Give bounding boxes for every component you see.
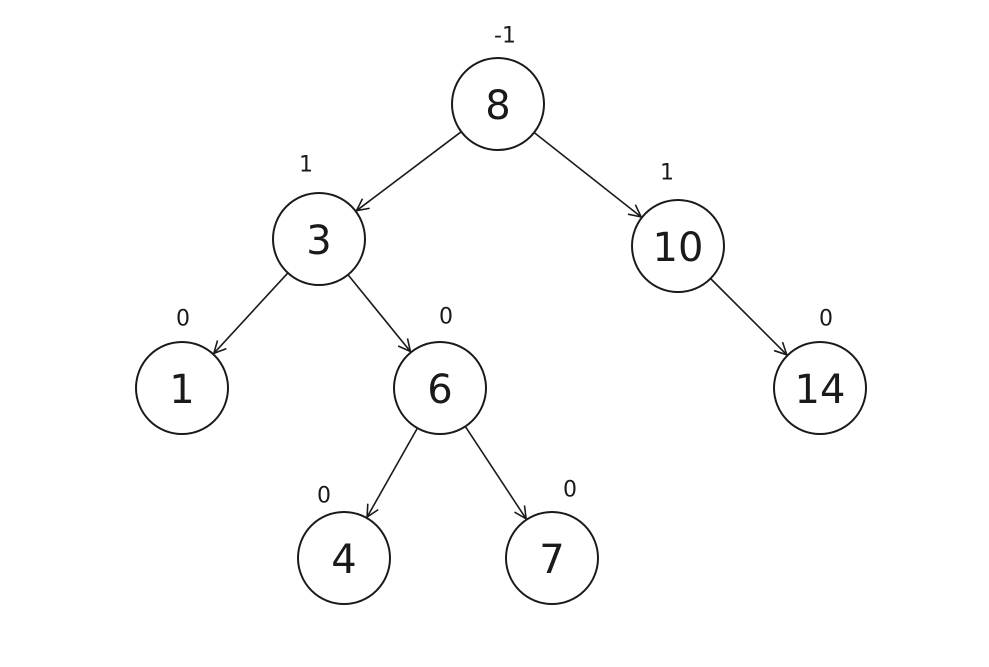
- tree-node-14: 14 0: [773, 307, 867, 435]
- tree-node-3: 31: [272, 153, 366, 286]
- balance-factor-label: 0: [439, 305, 453, 330]
- node-circle: [773, 341, 867, 435]
- node-value-label: 4: [331, 537, 356, 583]
- tree-node-4: 40: [297, 484, 391, 605]
- balance-factor-label: 0: [176, 307, 190, 332]
- balance-factor-label: -1: [494, 24, 516, 49]
- edge-n10-to-n14: [709, 277, 787, 355]
- node-circle: [393, 341, 487, 435]
- balance-factor-label: 0: [819, 307, 833, 332]
- tree-edges: [214, 131, 787, 519]
- node-circle: [272, 192, 366, 286]
- edge-n8-to-n3: [357, 131, 462, 211]
- node-value-label: 10: [653, 225, 704, 271]
- node-circle: [451, 57, 545, 151]
- node-circle: [135, 341, 229, 435]
- edge-n3-to-n6: [347, 274, 410, 352]
- tree-node-1: 10: [135, 307, 229, 435]
- edge-n6-to-n7: [464, 425, 526, 518]
- node-circle: [297, 511, 391, 605]
- node-value-label: 6: [427, 367, 452, 413]
- balance-factor-label: 0: [317, 484, 331, 509]
- edge-n3-to-n1: [214, 272, 289, 354]
- tree-node-10: 10 1: [631, 161, 725, 293]
- node-value-label: 14: [795, 367, 846, 413]
- tree-node-7: 70: [505, 478, 599, 605]
- node-value-label: 7: [539, 537, 564, 583]
- balance-factor-label: 1: [299, 153, 313, 178]
- node-value-label: 8: [485, 83, 510, 129]
- node-circle: [505, 511, 599, 605]
- edge-n6-to-n4: [367, 427, 419, 517]
- tree-node-6: 60: [393, 305, 487, 435]
- node-value-label: 3: [306, 218, 331, 264]
- tree-node-8: 8 -1: [451, 24, 545, 151]
- node-circle: [631, 199, 725, 293]
- edge-n8-to-n10: [533, 131, 641, 217]
- node-value-label: 1: [169, 367, 194, 413]
- balance-factor-label: 1: [660, 161, 674, 186]
- balance-factor-label: 0: [563, 478, 577, 503]
